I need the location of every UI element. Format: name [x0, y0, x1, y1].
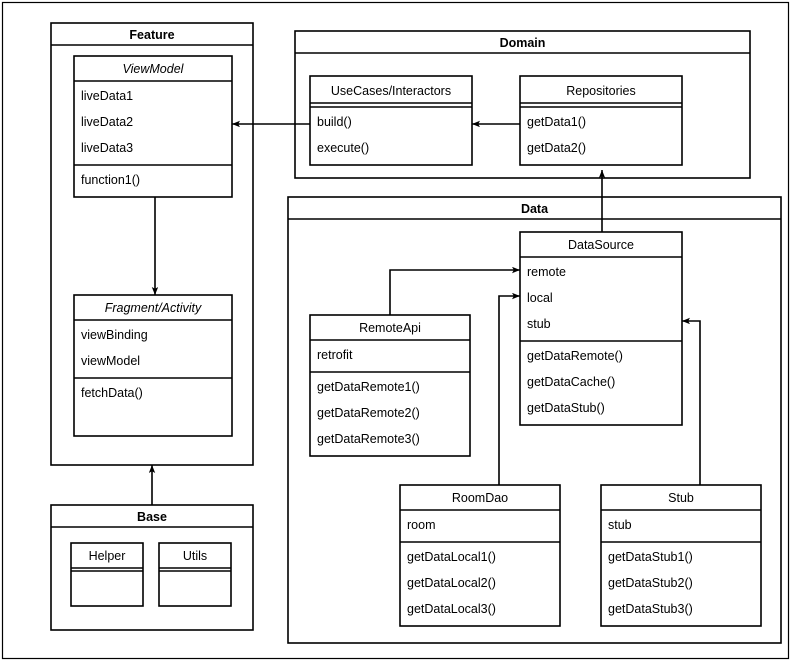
class-box [73, 55, 233, 198]
class-method: getDataStub() [527, 401, 605, 415]
class-attribute: retrofit [317, 348, 353, 362]
class-method: fetchData() [81, 386, 143, 400]
class-method: getDataRemote2() [317, 406, 420, 420]
class-method: getDataRemote() [527, 349, 623, 363]
class-box [519, 231, 683, 426]
class-method: getDataLocal3() [407, 602, 496, 616]
class-attribute: local [527, 291, 553, 305]
class-method: getDataRemote3() [317, 432, 420, 446]
class-viewmodel[interactable]: ViewModel liveData1 liveData2 liveData3 func… [73, 55, 233, 198]
connector-remoteapi-to-datasource-remote [389, 266, 520, 315]
class-method: execute() [317, 141, 369, 155]
class-method: getDataLocal2() [407, 576, 496, 590]
class-title: RoomDao [452, 491, 508, 505]
class-method: getData2() [527, 141, 586, 155]
class-box [158, 542, 232, 607]
class-attribute: liveData2 [81, 115, 133, 129]
class-attribute: stub [527, 317, 551, 331]
class-box [399, 484, 561, 627]
class-remoteapi[interactable]: RemoteApi retrofit getDataRemote1() getData… [309, 314, 471, 457]
class-method: build() [317, 115, 352, 129]
class-method: getDataCache() [527, 375, 615, 389]
class-utils[interactable]: Utils [158, 542, 232, 607]
class-method: getDataRemote1() [317, 380, 420, 394]
package-title: Data [521, 202, 549, 216]
class-box [70, 542, 144, 607]
class-method: getDataStub1() [608, 550, 693, 564]
class-method: function1() [81, 173, 140, 187]
class-fragment-activity[interactable]: Fragment/Activity viewBinding viewModel fet… [73, 294, 233, 437]
package-title: Feature [129, 28, 174, 42]
class-attribute: remote [527, 265, 566, 279]
connections-layer [148, 120, 701, 505]
class-title: Helper [89, 549, 126, 563]
class-box [73, 294, 233, 437]
class-attribute: stub [608, 518, 632, 532]
class-title: RemoteApi [359, 321, 421, 335]
class-attribute: viewBinding [81, 328, 148, 342]
classes-layer: ViewModel liveData1 liveData2 liveData3 func… [70, 55, 762, 627]
class-box [309, 75, 473, 166]
package-title: Base [137, 510, 167, 524]
class-title: UseCases/Interactors [331, 84, 451, 98]
class-method: getDataLocal1() [407, 550, 496, 564]
class-attribute: room [407, 518, 435, 532]
class-method: getDataStub2() [608, 576, 693, 590]
class-title: Fragment/Activity [105, 301, 202, 315]
class-title: DataSource [568, 238, 634, 252]
class-box [600, 484, 762, 627]
package-title: Domain [500, 36, 546, 50]
class-method: getData1() [527, 115, 586, 129]
class-usecases[interactable]: UseCases/Interactors build() execute() [309, 75, 473, 166]
connector-roomdao-to-datasource-local [498, 292, 520, 485]
class-attribute: liveData3 [81, 141, 133, 155]
class-title: Utils [183, 549, 207, 563]
class-title: Stub [668, 491, 694, 505]
class-box [519, 75, 683, 166]
class-repositories[interactable]: Repositories getData1() getData2() [519, 75, 683, 166]
class-title: ViewModel [123, 62, 185, 76]
class-roomdao[interactable]: RoomDao room getDataLocal1() getDataLocal2(… [399, 484, 561, 627]
class-method: getDataStub3() [608, 602, 693, 616]
class-attribute: liveData1 [81, 89, 133, 103]
class-attribute: viewModel [81, 354, 140, 368]
class-helper[interactable]: Helper [70, 542, 144, 607]
class-title: Repositories [566, 84, 635, 98]
connector-stub-to-datasource-stub [682, 317, 701, 485]
class-stub[interactable]: Stub stub getDataStub1() getDataStub2() getD… [600, 484, 762, 627]
class-box [309, 314, 471, 457]
